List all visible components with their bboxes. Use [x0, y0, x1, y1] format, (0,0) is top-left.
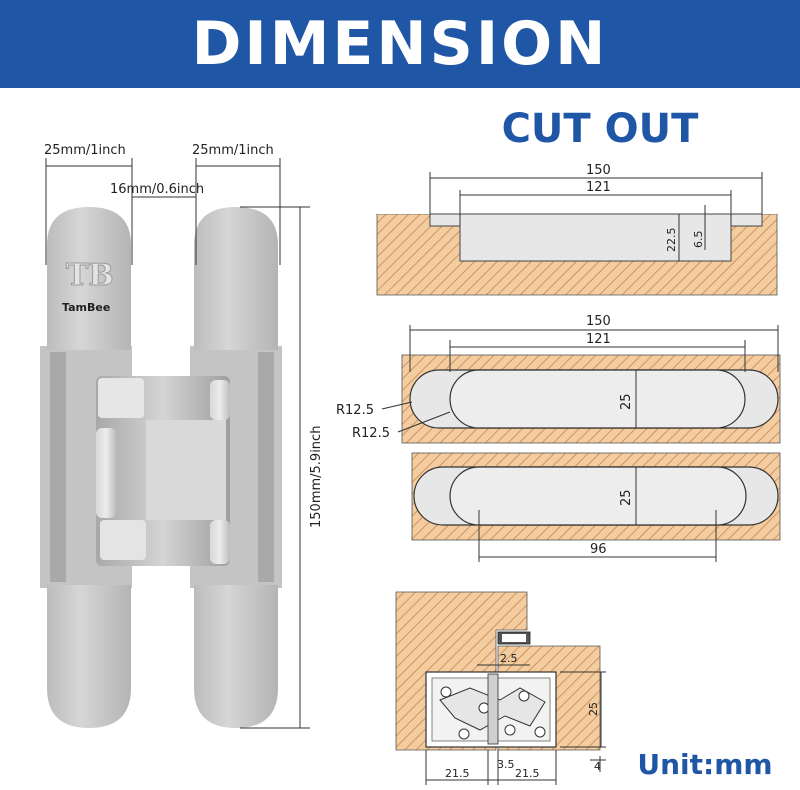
left-bottom-leaf — [47, 585, 131, 728]
cutout-title: CUT OUT — [501, 106, 699, 152]
d3-center-label: 96 — [590, 542, 607, 557]
d4-right-label: 21.5 — [515, 767, 540, 780]
d3-width-label: 25 — [619, 489, 634, 506]
header-banner: DIMENSION — [0, 0, 800, 88]
d2-r-outer-label: R12.5 — [336, 403, 374, 418]
cutout-side-section: 150 121 22.5 6.5 — [376, 163, 778, 296]
brand-label: TamBee — [62, 301, 110, 314]
d2-r-inner-label: R12.5 — [352, 426, 390, 441]
cutout-top-view: 150 121 25 R12.5 R12.5 — [336, 314, 781, 444]
left-top-leaf — [47, 207, 131, 350]
left-knuckle — [96, 428, 116, 518]
d2-total-label: 150 — [586, 314, 611, 329]
gap-label: 16mm/0.6inch — [110, 182, 204, 197]
d2-width-label: 25 — [619, 393, 634, 410]
cutout-center-view: 25 96 — [411, 452, 781, 562]
right-knuckle-top — [210, 380, 230, 420]
banner-title: DIMENSION — [191, 9, 609, 79]
right-bottom-leaf — [194, 585, 278, 728]
d1-inner-label: 121 — [586, 180, 611, 195]
d4-gap-label: 2.5 — [500, 652, 518, 665]
height-label: 150mm/5.9inch — [309, 426, 324, 528]
right-top-leaf — [194, 207, 278, 350]
hinge-illustration: TB TamBee 25mm/1inch 25mm/1inch 16mm/0.6… — [40, 143, 324, 729]
d4-height-label: 25 — [587, 702, 600, 716]
width-right-label: 25mm/1inch — [192, 143, 274, 158]
right-knuckle-bottom — [210, 520, 230, 564]
d1-step-label: 6.5 — [692, 231, 705, 249]
svg-text:TB: TB — [66, 258, 114, 293]
installation-section: 2.5 25 21.5 3.5 21.5 4 — [395, 591, 606, 785]
d1-depth-label: 22.5 — [665, 228, 678, 253]
tambee-logo: TB TamBee — [62, 258, 114, 315]
d4-bottom-label: 4 — [594, 760, 601, 773]
d2-inner-label: 121 — [586, 332, 611, 347]
width-left-label: 25mm/1inch — [44, 143, 126, 158]
unit-label: Unit:mm — [637, 748, 773, 781]
d4-middle-label: 3.5 — [497, 758, 515, 771]
d1-total-label: 150 — [586, 163, 611, 178]
d4-left-label: 21.5 — [445, 767, 470, 780]
